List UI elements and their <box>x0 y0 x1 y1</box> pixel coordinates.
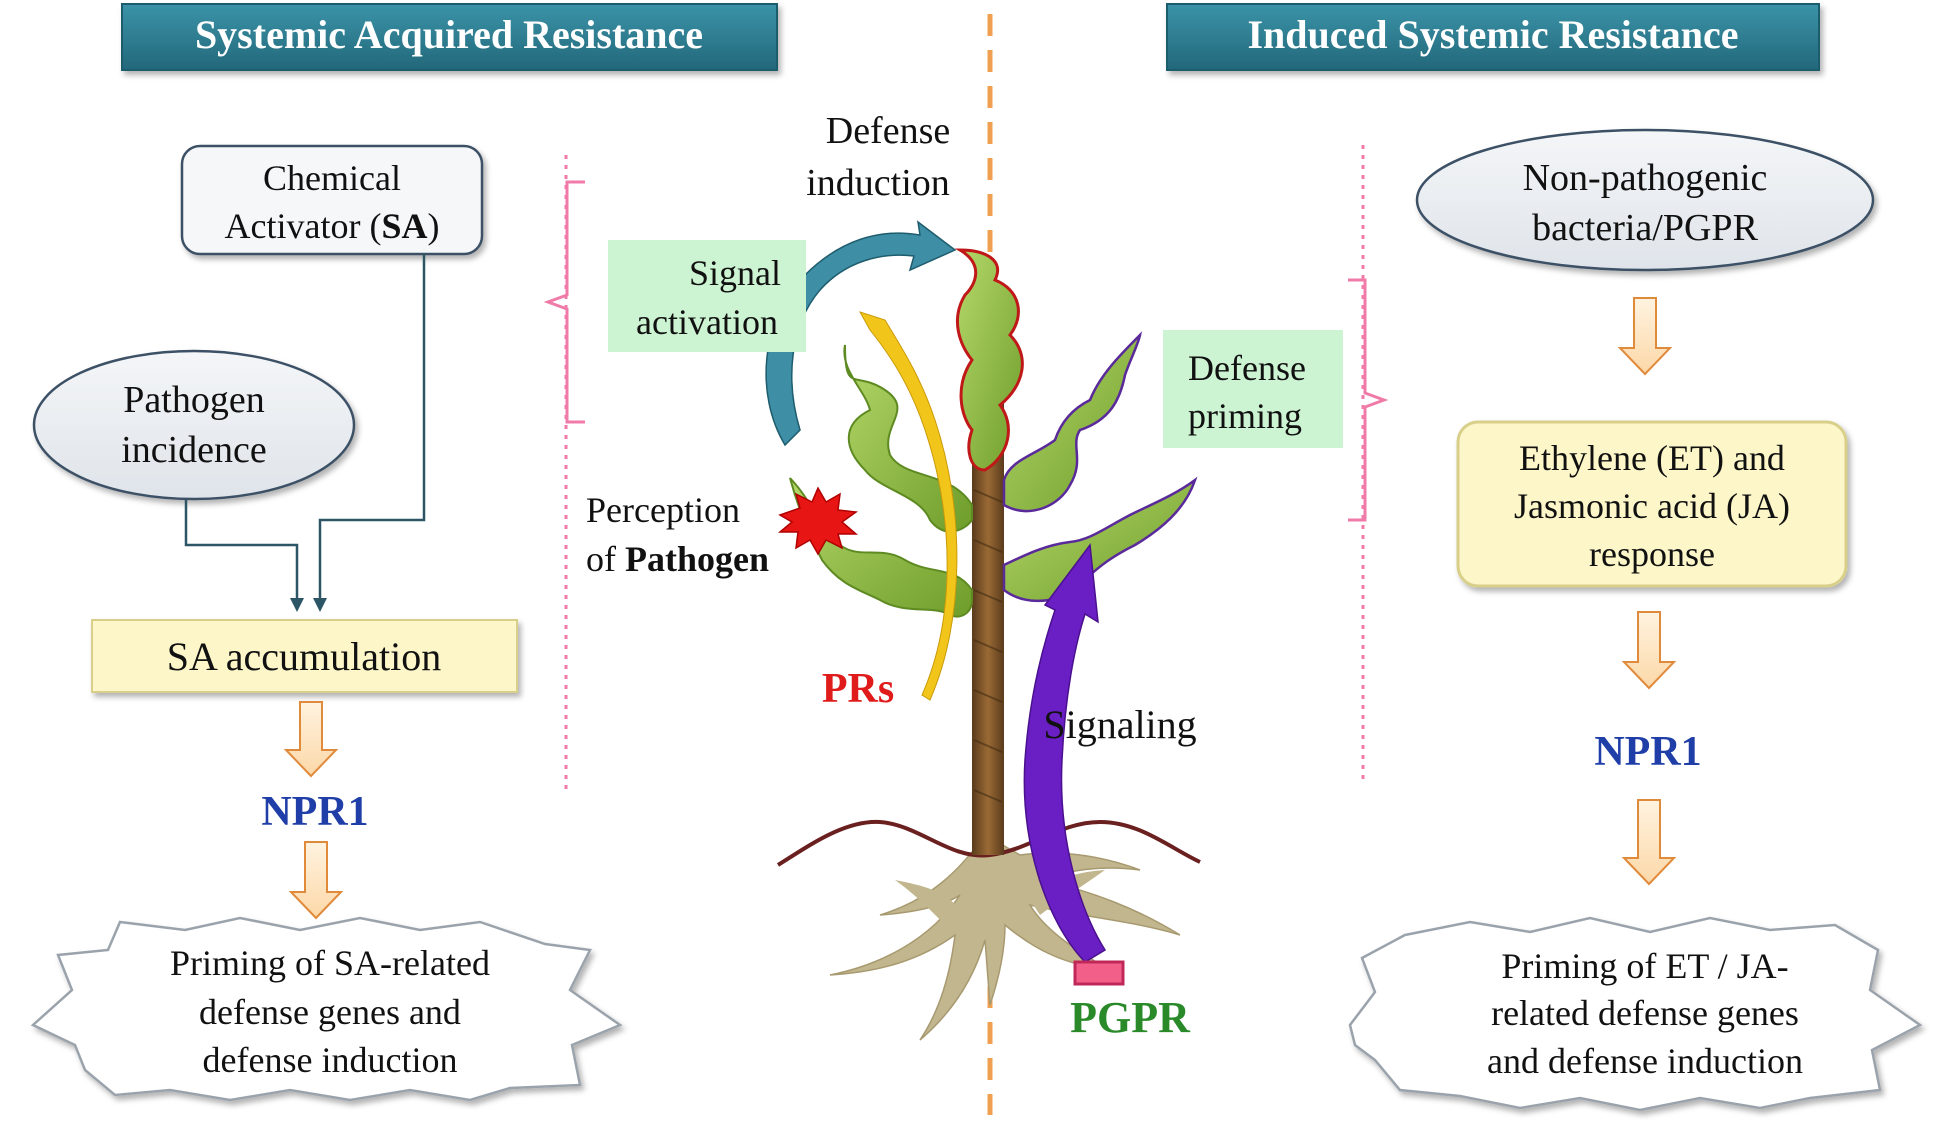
pr-transport-arrow <box>858 311 958 701</box>
pgpr-bacteria-icon <box>1073 960 1125 986</box>
et-ja-label-2: Jasmonic acid (JA) <box>1514 486 1790 526</box>
leaf-top-infected <box>954 248 1024 472</box>
connector-lines <box>184 254 426 600</box>
defense-priming-label-1: Defense <box>1188 348 1306 388</box>
et-ja-label-3: response <box>1589 534 1715 574</box>
prs-label: PRs <box>822 666 894 712</box>
isr-priming-box <box>1348 916 1923 1112</box>
sar-header-title: Systemic Acquired Resistance <box>195 12 703 57</box>
pathogen-burst-icon <box>777 486 859 556</box>
isr-npr1: NPR1 <box>1594 729 1701 775</box>
block-arrow-isr-3 <box>1621 799 1677 886</box>
perception-label-1: Perception <box>586 490 740 530</box>
pathogen-incidence-oval <box>32 349 356 501</box>
signal-activation-box <box>608 240 806 352</box>
sa-accumulation-box <box>91 619 518 693</box>
connector-arrowhead-2 <box>313 598 327 612</box>
isr-header <box>1166 3 1820 71</box>
chemical-activator-label-1: Chemical <box>263 158 401 198</box>
chemical-activator-box <box>180 144 484 256</box>
signal-activation-label-2: activation <box>636 302 778 342</box>
sar-header <box>121 3 778 71</box>
pgpr-label: PGPR <box>1070 993 1191 1042</box>
block-arrow-sar-2 <box>288 841 344 920</box>
non-pathogenic-label-2: bacteria/PGPR <box>1532 207 1759 249</box>
isr-priming-label-3: and defense induction <box>1487 1041 1803 1081</box>
non-pathogenic-label-1: Non-pathogenic <box>1523 157 1768 199</box>
signaling-arrow <box>1023 543 1107 963</box>
defense-induction-label-1: Defense <box>826 110 950 152</box>
sar-priming-label-2: defense genes and <box>199 992 461 1032</box>
sa-accumulation-label: SA accumulation <box>167 634 441 679</box>
defense-induction-label-2: induction <box>806 162 950 204</box>
right-bracket <box>1348 278 1389 522</box>
leaf-right-upper <box>1002 331 1143 513</box>
chemical-activator-label-2: Activator (SA) <box>225 206 440 246</box>
left-bracket <box>543 180 585 424</box>
isr-priming-label-1: Priming of ET / JA- <box>1501 946 1788 986</box>
isr-header-title: Induced Systemic Resistance <box>1247 12 1738 57</box>
block-arrow-sar-1 <box>283 701 339 778</box>
sar-priming-box <box>30 916 623 1102</box>
sar-priming-label-3: defense induction <box>203 1040 458 1080</box>
defense-priming-label-2: priming <box>1188 396 1302 436</box>
sar-priming-label-1: Priming of SA-related <box>170 943 490 983</box>
signal-activation-label-1: Signal <box>689 253 781 293</box>
non-pathogenic-bacteria-oval <box>1415 128 1875 272</box>
isr-priming-label-2: related defense genes <box>1491 993 1799 1033</box>
et-ja-response-box <box>1456 420 1848 588</box>
block-arrow-isr-2 <box>1621 611 1677 690</box>
connector-arrowhead-1 <box>290 598 304 612</box>
defense-priming-box <box>1163 330 1343 448</box>
signaling-label: Signaling <box>1043 702 1196 747</box>
perception-label-2: of Pathogen <box>586 539 769 579</box>
pathogen-incidence-label-1: Pathogen <box>123 379 264 421</box>
sar-npr1: NPR1 <box>261 789 368 835</box>
et-ja-label-1: Ethylene (ET) and <box>1519 438 1785 478</box>
pathogen-incidence-label-2: incidence <box>121 429 267 471</box>
block-arrow-isr-1 <box>1617 297 1673 376</box>
